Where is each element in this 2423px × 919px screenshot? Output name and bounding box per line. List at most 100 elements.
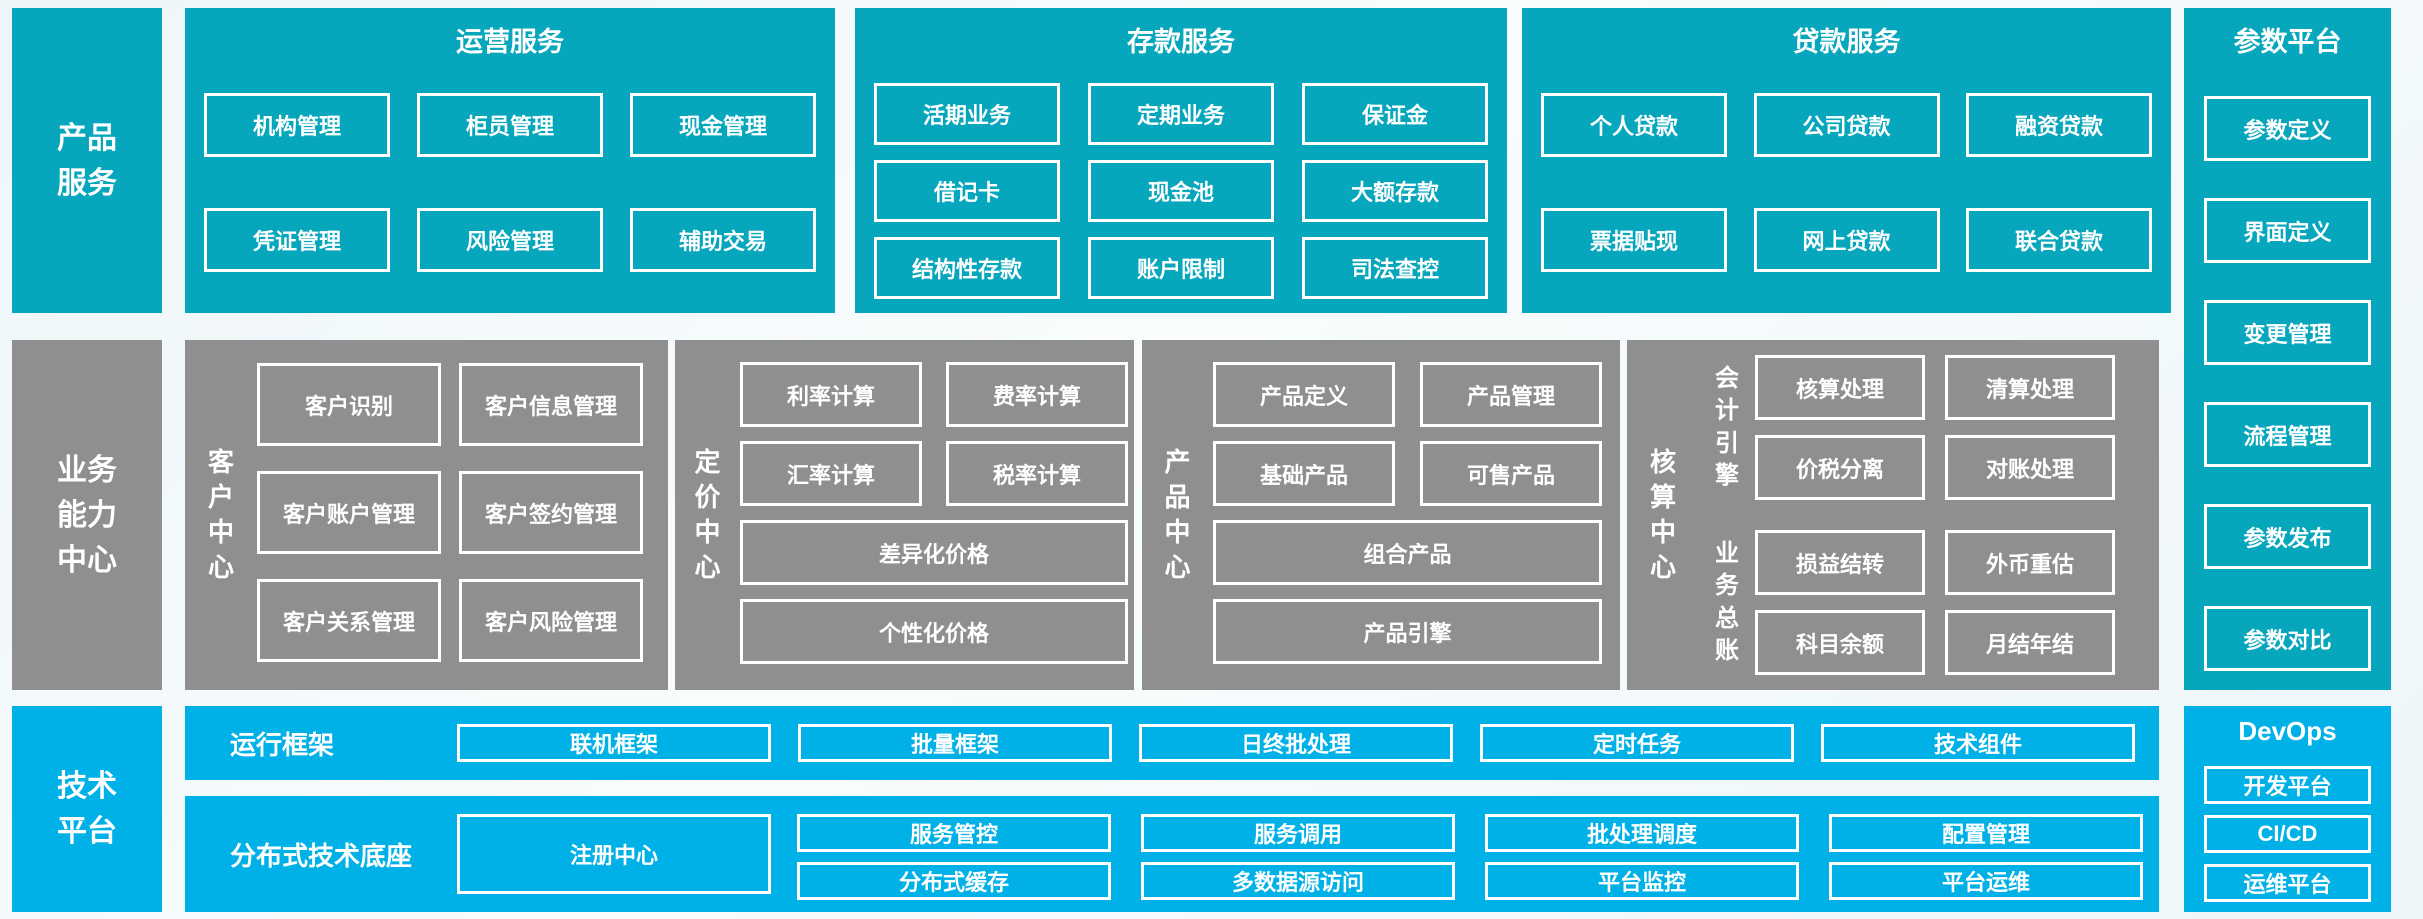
section-deposit: 存款服务 活期业务 定期业务 保证金 借记卡 现金池 大额存款 结构性存款 账户… [855, 8, 1507, 313]
section-title: 运营服务 [456, 27, 564, 57]
capability-box: 日终批处理 [1139, 724, 1453, 762]
capability-box: 清算处理 [1945, 355, 2115, 420]
capability-box: 服务管控 [797, 814, 1111, 852]
business-ledger-label: 业 务 总 账 [1715, 539, 1739, 664]
capability-box: 可售产品 [1420, 441, 1602, 506]
params-grid: 参数定义 界面定义 变更管理 流程管理 参数发布 参数对比 [2204, 96, 2371, 671]
capability-box: 联机框架 [457, 724, 771, 762]
capability-box: 价税分离 [1755, 435, 1925, 500]
capability-box: 客户关系管理 [257, 579, 441, 662]
capability-box: 客户账户管理 [257, 471, 441, 554]
section-loan: 贷款服务 个人贷款 公司贷款 融资贷款 票据贴现 网上贷款 联合贷款 [1522, 8, 2171, 313]
distributed-grid: 服务管控 服务调用 批处理调度 配置管理 分布式缓存 多数据源访问 平台监控 平… [797, 814, 2143, 900]
capability-box: CI/CD [2204, 815, 2371, 853]
section-operations: 运营服务 机构管理 柜员管理 现金管理 凭证管理 风险管理 辅助交易 [185, 8, 835, 313]
runtime-framework-label: 运行框架 [230, 729, 335, 760]
section-pricing-center: 定 价 中 心 利率计算 费率计算 汇率计算 税率计算 差异化价格 个性化价格 [675, 340, 1134, 690]
capability-box: 配置管理 [1829, 814, 2143, 852]
capability-box: 活期业务 [874, 83, 1060, 145]
customer-grid: 客户识别 客户信息管理 客户账户管理 客户签约管理 客户关系管理 客户风险管理 [257, 363, 643, 662]
capability-box: 产品引擎 [1213, 599, 1602, 664]
capability-box: 界面定义 [2204, 198, 2371, 263]
product-grid: 产品定义 产品管理 基础产品 可售产品 组合产品 产品引擎 [1213, 362, 1602, 664]
capability-box: 公司贷款 [1753, 93, 1940, 157]
capability-box: 变更管理 [2204, 300, 2371, 365]
registry-center-box: 注册中心 [457, 814, 771, 894]
capability-box: 核算处理 [1755, 355, 1925, 420]
loan-grid: 个人贷款 公司贷款 融资贷款 票据贴现 网上贷款 联合贷款 [1541, 93, 2152, 272]
capability-box: 产品管理 [1420, 362, 1602, 427]
rail-product-services: 产品 服务 [12, 8, 162, 313]
capability-box: 融资贷款 [1966, 93, 2152, 157]
capability-box: 机构管理 [204, 93, 390, 157]
capability-box: 差异化价格 [740, 520, 1128, 585]
capability-box: 票据贴现 [1541, 208, 1727, 272]
rail-tech-platform: 技术 平台 [12, 706, 162, 912]
capability-box: 费率计算 [946, 362, 1128, 427]
capability-box: 客户识别 [257, 363, 441, 446]
section-distributed-base: 分布式技术底座 注册中心 服务管控 服务调用 批处理调度 配置管理 分布式缓存 … [185, 796, 2159, 912]
capability-box: 服务调用 [1141, 814, 1455, 852]
capability-box: 分布式缓存 [797, 862, 1111, 900]
capability-box: 风险管理 [417, 208, 603, 272]
capability-box: 产品定义 [1213, 362, 1395, 427]
accounting-engine-label: 会 计 引 擎 [1715, 364, 1739, 489]
capability-box: 组合产品 [1213, 520, 1602, 585]
capability-box: 技术组件 [1821, 724, 2135, 762]
capability-box: 网上贷款 [1753, 208, 1940, 272]
capability-box: 平台监控 [1485, 862, 1799, 900]
capability-box: 定时任务 [1480, 724, 1794, 762]
capability-box: 定期业务 [1088, 83, 1274, 145]
pricing-grid: 利率计算 费率计算 汇率计算 税率计算 差异化价格 个性化价格 [740, 362, 1128, 664]
capability-box: 客户风险管理 [459, 579, 643, 662]
section-customer-center: 客 户 中 心 客户识别 客户信息管理 客户账户管理 客户签约管理 客户关系管理… [185, 340, 668, 690]
capability-box: 客户签约管理 [459, 471, 643, 554]
capability-box: 参数发布 [2204, 504, 2371, 569]
capability-box: 基础产品 [1213, 441, 1395, 506]
capability-box: 开发平台 [2204, 766, 2371, 804]
section-parameter-platform: 参数平台 参数定义 界面定义 变更管理 流程管理 参数发布 参数对比 [2184, 8, 2391, 690]
section-devops: DevOps 开发平台 CI/CD 运维平台 [2184, 706, 2391, 912]
section-title: 参数平台 [2233, 27, 2342, 57]
capability-box: 辅助交易 [630, 208, 816, 272]
center-label: 客 户 中 心 [207, 446, 234, 583]
center-label: 定 价 中 心 [694, 446, 721, 583]
rail-business-capability: 业务 能力 中心 [12, 340, 162, 690]
capability-box: 柜员管理 [417, 93, 603, 157]
capability-box: 外币重估 [1945, 530, 2115, 595]
capability-box: 现金管理 [630, 93, 816, 157]
section-title: 贷款服务 [1792, 27, 1901, 57]
business-ledger-grid: 损益结转 外币重估 科目余额 月结年结 [1755, 530, 2115, 675]
capability-box: 参数定义 [2204, 96, 2371, 161]
capability-box: 月结年结 [1945, 610, 2115, 675]
accounting-engine-grid: 核算处理 清算处理 价税分离 对账处理 [1755, 355, 2115, 500]
capability-box: 借记卡 [874, 160, 1060, 222]
capability-box: 批处理调度 [1485, 814, 1799, 852]
capability-box: 司法查控 [1302, 237, 1488, 299]
capability-box: 多数据源访问 [1141, 862, 1455, 900]
capability-box: 税率计算 [946, 441, 1128, 506]
section-product-center: 产 品 中 心 产品定义 产品管理 基础产品 可售产品 组合产品 产品引擎 [1142, 340, 1620, 690]
capability-box: 流程管理 [2204, 402, 2371, 467]
center-label: 核 算 中 心 [1649, 446, 1676, 583]
capability-box: 个人贷款 [1541, 93, 1727, 157]
operations-grid: 机构管理 柜员管理 现金管理 凭证管理 风险管理 辅助交易 [204, 93, 816, 272]
capability-box: 结构性存款 [874, 237, 1060, 299]
section-title: DevOps [2238, 716, 2337, 746]
capability-box: 利率计算 [740, 362, 922, 427]
capability-box: 联合贷款 [1966, 208, 2152, 272]
capability-box: 参数对比 [2204, 606, 2371, 671]
devops-grid: 开发平台 CI/CD 运维平台 [2204, 766, 2371, 902]
capability-box: 对账处理 [1945, 435, 2115, 500]
capability-box: 凭证管理 [204, 208, 390, 272]
section-title: 存款服务 [1127, 27, 1235, 57]
capability-box: 科目余额 [1755, 610, 1925, 675]
section-runtime-framework: 运行框架 联机框架 批量框架 日终批处理 定时任务 技术组件 [185, 706, 2159, 780]
capability-box: 保证金 [1302, 83, 1488, 145]
capability-box: 批量框架 [798, 724, 1112, 762]
deposit-grid: 活期业务 定期业务 保证金 借记卡 现金池 大额存款 结构性存款 账户限制 司法… [874, 83, 1488, 299]
capability-box: 客户信息管理 [459, 363, 643, 446]
distributed-base-label: 分布式技术底座 [230, 840, 413, 871]
runtime-boxes: 联机框架 批量框架 日终批处理 定时任务 技术组件 [457, 724, 2135, 762]
